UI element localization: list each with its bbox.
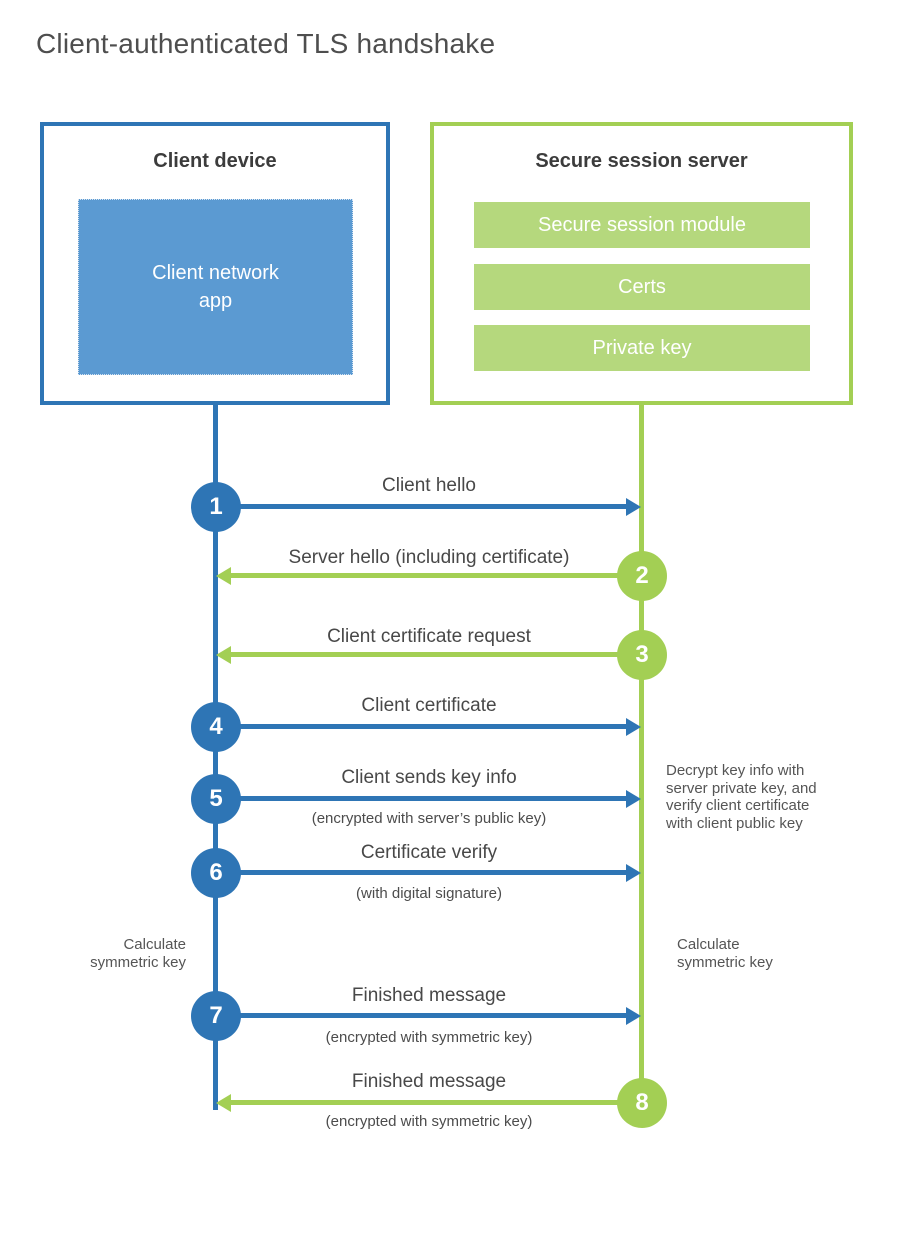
secure-session-server-box: Secure session server Secure session mod… (430, 122, 853, 405)
arrowhead-right-icon (626, 718, 641, 736)
arrowhead-right-icon (626, 1007, 641, 1025)
arrow-left-step-3 (216, 646, 641, 664)
arrow-shaft (216, 1013, 630, 1018)
arrow-shaft (216, 504, 630, 509)
server-lifeline (639, 405, 644, 1103)
arrow-shaft (227, 573, 641, 578)
arrow-right-step-1 (216, 498, 641, 516)
message-sublabel-7: (encrypted with symmetric key) (325, 1029, 533, 1046)
server-module-secure-session: Secure session module (474, 202, 810, 248)
step-circle-1: 1 (191, 482, 241, 532)
arrow-left-step-8 (216, 1094, 641, 1112)
server-decrypt-note: Decrypt key info with server private key… (666, 762, 817, 832)
step-circle-7: 7 (191, 991, 241, 1041)
client-device-box: Client device Client network app (40, 122, 390, 405)
arrow-right-step-4 (216, 718, 641, 736)
message-label-6: Certificate verify (360, 842, 498, 863)
arrowhead-left-icon (216, 646, 231, 664)
arrow-shaft (216, 724, 630, 729)
client-network-app-box: Client network app (78, 199, 353, 375)
arrow-shaft (216, 870, 630, 875)
client-calculate-symmetric-key-note: Calculate symmetric key (90, 936, 186, 971)
message-label-7: Finished message (351, 985, 507, 1006)
step-circle-4: 4 (191, 702, 241, 752)
step-circle-6: 6 (191, 848, 241, 898)
message-sublabel-6: (with digital signature) (356, 885, 502, 902)
server-module-private-key: Private key (474, 325, 810, 371)
server-module-certs: Certs (474, 264, 810, 310)
step-circle-5: 5 (191, 774, 241, 824)
arrowhead-right-icon (626, 790, 641, 808)
step-circle-8: 8 (617, 1078, 667, 1128)
server-calculate-symmetric-key-note: Calculate symmetric key (677, 936, 773, 971)
arrow-shaft (216, 796, 630, 801)
message-sublabel-5: (encrypted with server’s public key) (311, 810, 547, 827)
step-circle-3: 3 (617, 630, 667, 680)
client-lifeline (213, 405, 218, 1110)
arrow-right-step-6 (216, 864, 641, 882)
arrow-shaft (227, 652, 641, 657)
step-circle-2: 2 (617, 551, 667, 601)
client-device-heading: Client device (153, 150, 277, 172)
secure-session-server-heading: Secure session server (535, 150, 748, 172)
message-label-3: Client certificate request (327, 626, 531, 647)
arrowhead-left-icon (216, 1094, 231, 1112)
message-label-1: Client hello (382, 475, 476, 496)
message-label-5: Client sends key info (341, 767, 517, 788)
arrow-left-step-2 (216, 567, 641, 585)
arrow-shaft (227, 1100, 641, 1105)
arrowhead-right-icon (626, 864, 641, 882)
page-title: Client-authenticated TLS handshake (36, 28, 496, 59)
message-label-8: Finished message (351, 1071, 507, 1092)
message-sublabel-8: (encrypted with symmetric key) (325, 1113, 533, 1130)
arrowhead-right-icon (626, 498, 641, 516)
message-label-4: Client certificate (361, 695, 497, 716)
arrowhead-left-icon (216, 567, 231, 585)
message-label-2: Server hello (including certificate) (288, 547, 570, 568)
arrow-right-step-5 (216, 790, 641, 808)
arrow-right-step-7 (216, 1007, 641, 1025)
